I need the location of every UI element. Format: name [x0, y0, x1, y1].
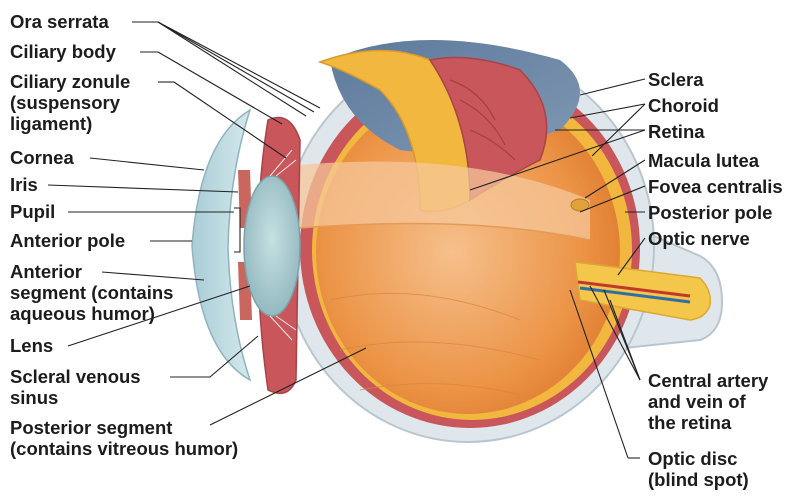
- label-scleral-venous-sinus-line1: Scleral venous: [10, 366, 141, 387]
- label-optic-disc-line1: Optic disc: [648, 448, 738, 469]
- label-ciliary-zonule-line1: Ciliary zonule: [10, 71, 131, 92]
- label-scleral-venous-sinus-line2: sinus: [10, 387, 59, 408]
- label-cornea: Cornea: [10, 147, 74, 168]
- label-central-artery-vein: Central artery and vein of the retina: [648, 370, 768, 433]
- label-fovea-centralis: Fovea centralis: [648, 176, 783, 197]
- label-scleral-venous-sinus: Scleral venous sinus: [10, 366, 141, 408]
- label-ora-serrata: Ora serrata: [10, 11, 109, 32]
- central-vein: [579, 286, 691, 304]
- label-anterior-segment-line2: segment (contains: [10, 282, 174, 303]
- label-posterior-pole: Posterior pole: [648, 202, 773, 223]
- macula-spot: [570, 198, 590, 212]
- label-sclera: Sclera: [648, 69, 704, 90]
- label-ciliary-body: Ciliary body: [10, 41, 116, 62]
- label-ciliary-zonule-line2: (suspensory: [10, 92, 121, 113]
- label-central-artery-vein-line1: Central artery: [648, 370, 769, 391]
- label-macula-lutea: Macula lutea: [648, 150, 760, 171]
- label-anterior-segment: Anterior segment (contains aqueous humor…: [10, 261, 173, 324]
- label-anterior-pole: Anterior pole: [10, 230, 126, 251]
- peeled-choroid-flap: [428, 56, 548, 202]
- label-optic-disc: Optic disc (blind spot): [648, 448, 749, 490]
- label-central-artery-vein-line2: and vein of: [648, 391, 746, 412]
- label-posterior-segment: Posterior segment (contains vitreous hum…: [10, 417, 238, 459]
- label-iris: Iris: [10, 174, 38, 195]
- cut-plane: [300, 161, 590, 240]
- label-pupil: Pupil: [10, 201, 56, 222]
- label-anterior-segment-line3: aqueous humor): [10, 303, 155, 324]
- lens: [243, 175, 301, 317]
- label-ciliary-zonule-line3: ligament): [10, 113, 93, 134]
- label-optic-nerve: Optic nerve: [648, 228, 750, 249]
- label-anterior-segment-line1: Anterior: [10, 261, 82, 282]
- label-lens: Lens: [10, 335, 54, 356]
- label-posterior-segment-line2: (contains vitreous humor): [10, 438, 239, 459]
- label-central-artery-vein-line3: the retina: [648, 412, 732, 433]
- label-retina: Retina: [648, 121, 705, 142]
- label-optic-disc-line2: (blind spot): [648, 469, 749, 490]
- label-ciliary-zonule: Ciliary zonule (suspensory ligament): [10, 71, 130, 134]
- choroid-texture: [449, 79, 516, 161]
- cornea: [191, 108, 252, 382]
- label-choroid: Choroid: [648, 95, 719, 116]
- label-posterior-segment-line1: Posterior segment: [10, 417, 173, 438]
- central-artery: [577, 280, 691, 298]
